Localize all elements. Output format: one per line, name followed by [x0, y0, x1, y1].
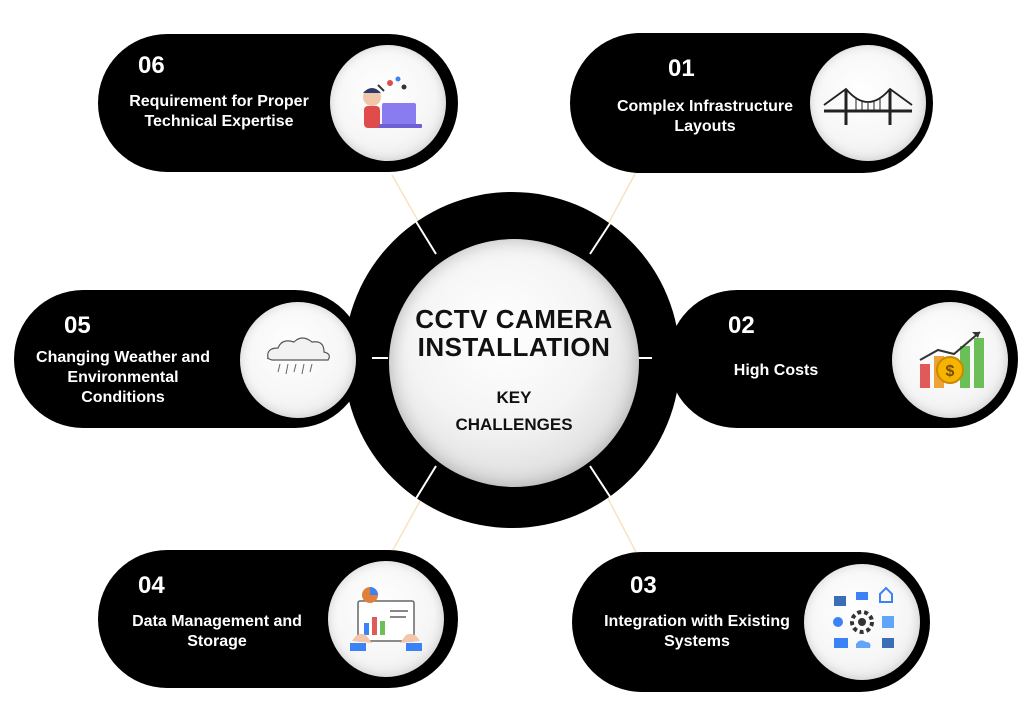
hub-spokes	[372, 201, 652, 519]
hub-subtitle-line2: CHALLENGES	[455, 415, 573, 434]
challenge-label: Changing Weather and Environmental Condi…	[8, 348, 238, 408]
hub-subtitle-line1: KEY	[496, 388, 532, 407]
hub-title-line2: INSTALLATION	[417, 332, 611, 362]
challenge-label: Integration with Existing Systems	[582, 612, 812, 652]
hub-subtitle: KEY CHALLENGES	[389, 384, 639, 438]
challenge-label-line1: High Costs	[733, 362, 819, 379]
technician-laptop-icon	[330, 45, 446, 161]
challenge-card-03: 03 Integration with Existing Systems	[572, 552, 930, 692]
challenge-label: High Costs	[661, 361, 891, 381]
challenge-label-line1: Requirement for Proper	[129, 93, 309, 110]
challenge-card-05: 05 Changing Weather and Environmental Co…	[14, 290, 364, 428]
challenge-label-line2: Technical Expertise	[144, 113, 294, 130]
hub-title-line1: CCTV CAMERA	[415, 304, 613, 334]
challenge-label-line1: Changing Weather and	[36, 349, 210, 366]
challenge-card-04: 04 Data Management and Storage	[98, 550, 458, 688]
data-analytics-icon	[328, 561, 444, 677]
challenge-number: 01	[668, 55, 695, 82]
challenge-label-line2: Storage	[187, 633, 247, 650]
system-integration-icon	[804, 564, 920, 680]
challenge-label-line2: Environmental	[67, 369, 179, 386]
challenge-label-line2: Layouts	[674, 118, 736, 135]
challenge-card-01: 01 Complex Infrastructure Layouts	[570, 33, 933, 173]
challenge-label-line1: Integration with Existing	[604, 613, 790, 630]
svg-text:$: $	[946, 363, 955, 380]
challenge-number: 04	[138, 572, 165, 599]
challenge-label-line1: Data Management and	[132, 613, 302, 630]
hub-center-circle: CCTV CAMERA INSTALLATION KEY CHALLENGES	[389, 239, 639, 487]
challenge-card-06: 06 Requirement for Proper Technical Expe…	[98, 34, 458, 172]
challenge-number: 05	[64, 312, 91, 339]
challenge-number: 02	[728, 312, 755, 339]
challenge-number: 03	[630, 572, 657, 599]
challenge-number: 06	[138, 52, 165, 79]
hub-title: CCTV CAMERA INSTALLATION	[389, 305, 639, 361]
challenge-label-line3: Conditions	[81, 389, 165, 406]
storm-cloud-icon	[240, 302, 356, 418]
rising-costs-chart-icon: $	[892, 302, 1008, 418]
challenge-label: Complex Infrastructure Layouts	[590, 97, 820, 137]
challenge-label: Requirement for Proper Technical Experti…	[104, 92, 334, 132]
challenge-card-02: 02 High Costs $	[668, 290, 1018, 428]
challenge-label-line2: Systems	[664, 633, 730, 650]
challenge-label: Data Management and Storage	[102, 612, 332, 652]
challenge-label-line1: Complex Infrastructure	[616, 98, 794, 115]
suspension-bridge-icon	[810, 45, 926, 161]
